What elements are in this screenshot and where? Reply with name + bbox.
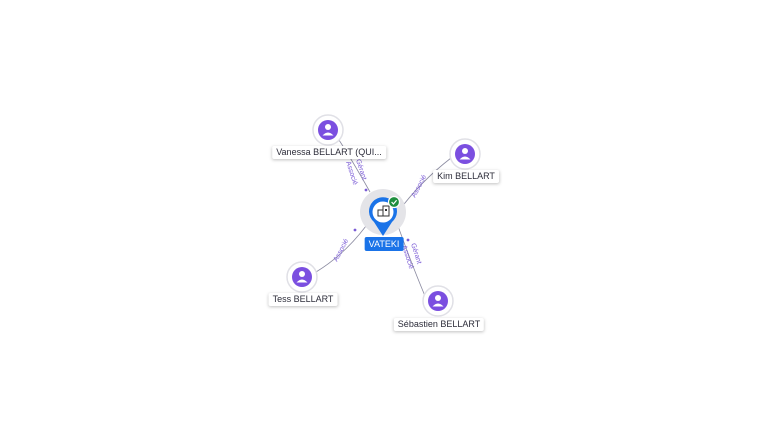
edge-arrow-vanessa — [364, 188, 368, 192]
edge-kim — [397, 157, 452, 213]
person-icon — [428, 291, 448, 311]
edge-label-tess-1: Associé — [333, 238, 351, 263]
person-label-sebastien[interactable]: Sébastien BELLART — [393, 318, 485, 331]
check-badge-icon — [387, 195, 401, 209]
person-label-tess[interactable]: Tess BELLART — [268, 293, 338, 306]
edge-arrow-sebastien — [406, 238, 410, 242]
person-icon — [292, 267, 312, 287]
edge-vanessa — [338, 139, 371, 193]
person-icon — [318, 120, 338, 140]
person-node-tess[interactable] — [286, 261, 318, 293]
edge-tess — [315, 225, 367, 273]
person-node-sebastien[interactable] — [422, 285, 454, 317]
company-label[interactable]: VATEKI — [364, 237, 404, 251]
person-icon — [455, 144, 475, 164]
building-icon — [377, 205, 390, 217]
person-label-kim[interactable]: Kim BELLART — [433, 170, 499, 183]
edge-sebastien — [397, 225, 426, 297]
person-label-vanessa[interactable]: Vanessa BELLART (QUI... — [272, 146, 386, 159]
person-node-kim[interactable] — [449, 138, 481, 170]
person-node-vanessa[interactable] — [312, 114, 344, 146]
edge-label-kim-1: Associé — [411, 174, 429, 199]
edge-arrow-tess — [353, 228, 357, 232]
company-node[interactable] — [360, 189, 406, 236]
